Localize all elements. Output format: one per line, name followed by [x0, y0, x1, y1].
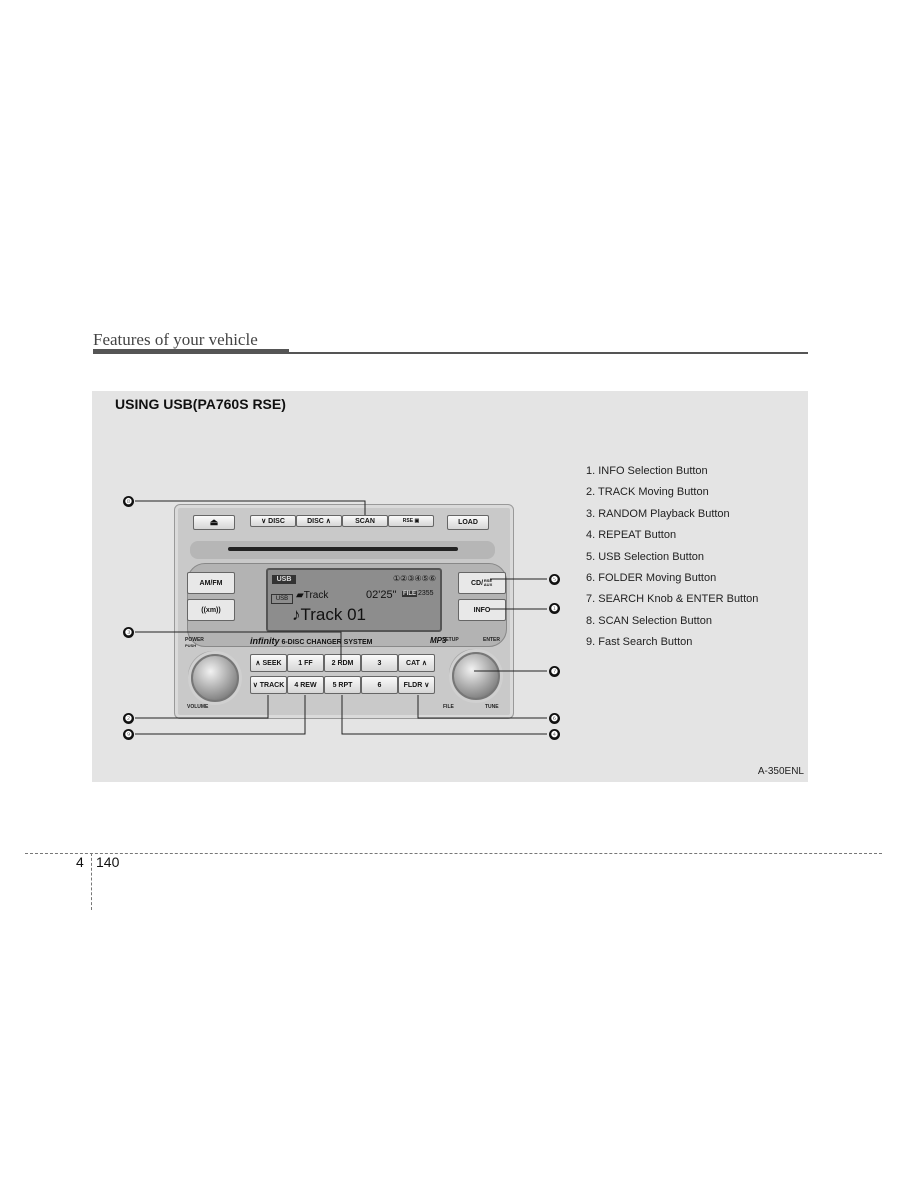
leader-2 [135, 695, 268, 718]
leader-4 [342, 695, 547, 734]
header-rule-thick [93, 349, 289, 354]
callout-2: ❷ [123, 713, 134, 724]
callout-4: ❹ [549, 729, 560, 740]
callout-1: ❶ [549, 603, 560, 614]
leader-8 [135, 501, 365, 515]
page-number: 140 [96, 854, 119, 870]
callout-6: ❻ [549, 713, 560, 724]
callout-3: ❸ [123, 627, 134, 638]
header-rule-thin [289, 352, 808, 354]
leader-6 [418, 695, 547, 718]
leader-3 [135, 632, 341, 660]
figure-panel: USING USB(PA760S RSE) 1. INFO Selection … [92, 391, 808, 782]
section-title: Features of your vehicle [93, 330, 258, 350]
callout-8: ❽ [123, 496, 134, 507]
callout-lines [92, 391, 808, 782]
callout-5: ❺ [549, 574, 560, 585]
callout-7: ❼ [549, 666, 560, 677]
leader-9 [135, 695, 305, 734]
figure-code: A-350ENL [758, 766, 804, 777]
chapter-number: 4 [76, 854, 84, 870]
footer-dashed-rule [25, 853, 882, 854]
callout-9: ❾ [123, 729, 134, 740]
footer-dashed-divider [91, 853, 92, 910]
